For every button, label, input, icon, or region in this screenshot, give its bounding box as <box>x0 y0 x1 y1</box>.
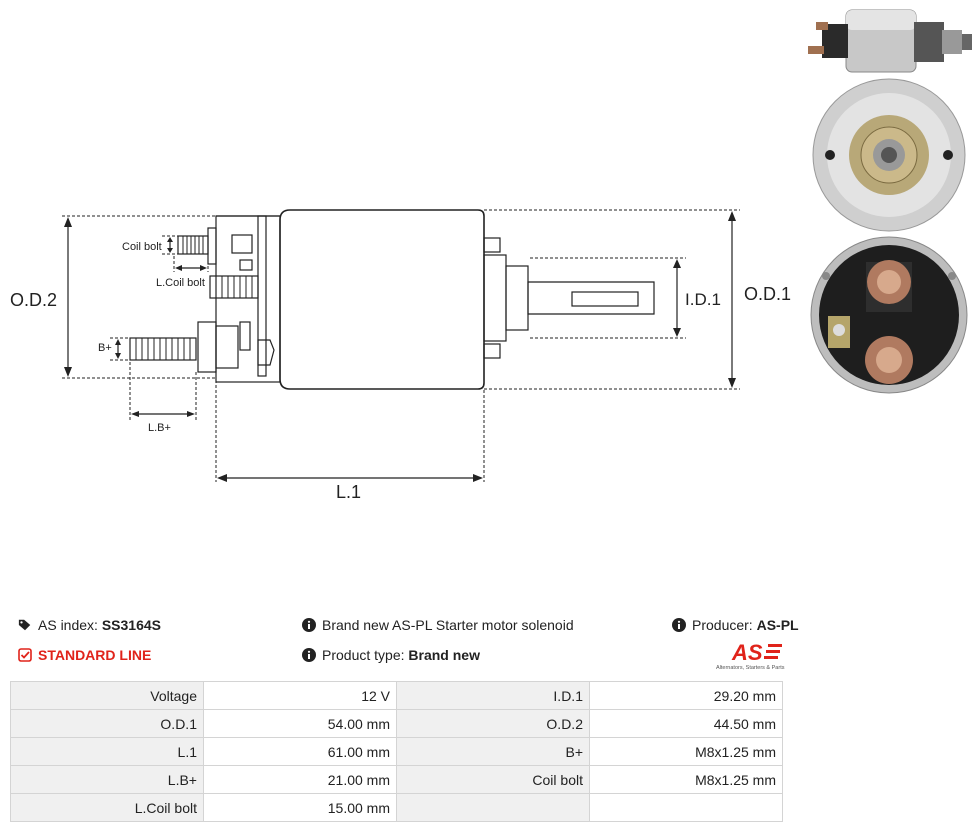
l1-label: L.1 <box>336 482 361 502</box>
id1-label: I.D.1 <box>685 290 721 309</box>
producer-label: Producer: <box>692 617 753 633</box>
coil-bolt-label: Coil bolt <box>122 241 162 253</box>
product-type: Product type: Brand new <box>302 647 480 663</box>
as-pl-logo: AS Alternators, Starters & Parts <box>716 640 785 671</box>
spec-value: 12 V <box>203 681 397 710</box>
l-coil-bolt-label: L.Coil bolt <box>156 277 205 289</box>
tags-icon <box>18 618 32 632</box>
logo-tagline: Alternators, Starters & Parts <box>716 665 785 671</box>
spec-value: 54.00 mm <box>203 709 397 738</box>
spec-label: L.Coil bolt <box>10 793 204 822</box>
spec-label: B+ <box>396 737 590 766</box>
side-view-photo <box>808 9 972 73</box>
producer: Producer: AS-PL <box>672 617 799 633</box>
terminal-view-photo <box>810 236 968 394</box>
end-view-photo <box>812 78 966 232</box>
info-circle-icon <box>672 618 686 632</box>
od2-label: O.D.2 <box>10 290 57 310</box>
technical-drawing: O.D.2 O.D.1 I.D.1 L.1 Coil bolt L.Coil b… <box>10 209 791 502</box>
spec-value: 15.00 mm <box>203 793 397 822</box>
spec-label: I.D.1 <box>396 681 590 710</box>
spec-label: L.B+ <box>10 765 204 794</box>
spec-label: O.D.1 <box>10 709 204 738</box>
spec-label: Coil bolt <box>396 765 590 794</box>
spec-value: 21.00 mm <box>203 765 397 794</box>
od1-label: O.D.1 <box>744 284 791 304</box>
product-type-label: Product type: <box>322 647 405 663</box>
b-plus-label: B+ <box>98 342 112 354</box>
product-type-value: Brand new <box>408 647 480 663</box>
spec-value: 44.50 mm <box>589 709 783 738</box>
spec-value <box>589 793 783 822</box>
spec-value: M8x1.25 mm <box>589 765 783 794</box>
product-line: STANDARD LINE <box>18 647 151 663</box>
product-photos <box>808 9 972 394</box>
check-square-icon <box>18 648 32 662</box>
as-index-label: AS index: <box>38 617 98 633</box>
spec-value: M8x1.25 mm <box>589 737 783 766</box>
description-text: Brand new AS-PL Starter motor solenoid <box>322 617 574 633</box>
description: Brand new AS-PL Starter motor solenoid <box>302 617 574 633</box>
as-index: AS index: SS3164S <box>18 617 161 633</box>
solenoid-body <box>279 209 485 390</box>
spec-value: 29.20 mm <box>589 681 783 710</box>
info-circle-icon <box>302 648 316 662</box>
spec-label <box>396 793 590 822</box>
spec-label: Voltage <box>10 681 204 710</box>
product-line-label: STANDARD LINE <box>38 647 152 663</box>
spec-value: 61.00 mm <box>203 737 397 766</box>
info-circle-icon <box>302 618 316 632</box>
logo-mark: AS <box>731 640 763 665</box>
as-index-value: SS3164S <box>101 617 161 633</box>
l-b-plus-label: L.B+ <box>148 422 171 434</box>
spec-label: L.1 <box>10 737 204 766</box>
producer-value: AS-PL <box>756 617 799 633</box>
spec-label: O.D.2 <box>396 709 590 738</box>
